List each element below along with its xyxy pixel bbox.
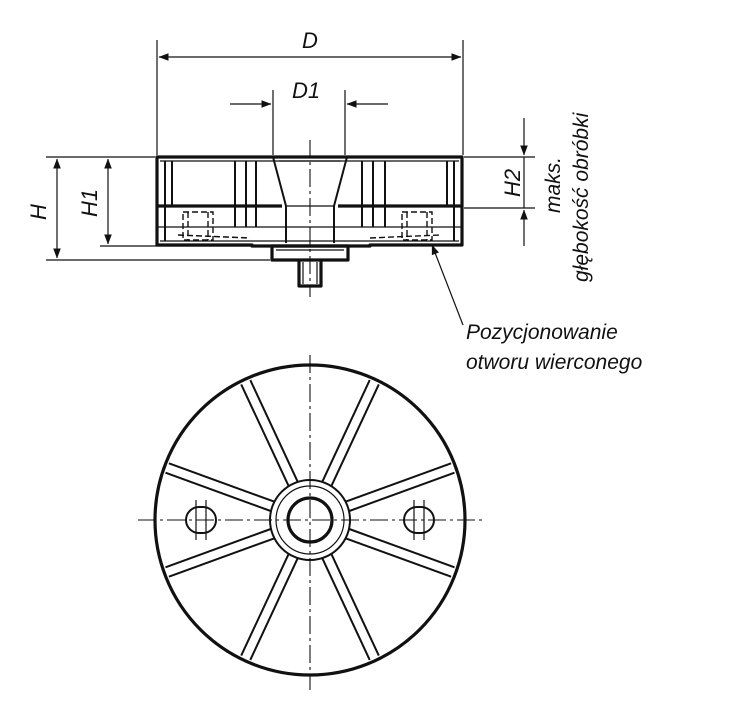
side-view [155,140,464,297]
label-max-depth-line1: maks. [542,157,565,213]
dimension-d: D [156,28,464,155]
rib-edge-6 [330,383,380,487]
rib-edge-0 [348,528,455,569]
rib-edge-4 [165,471,272,512]
dimension-h: H [26,156,270,261]
dimension-h1: H1 [77,158,250,247]
rib-edge-0 [345,537,452,578]
rib-edge-6 [321,379,371,483]
rib-edge-1 [321,557,371,661]
top-view [138,355,482,690]
label-drill-position-line1: Pozycjonowanie [466,321,618,344]
label-h: H [26,204,51,220]
radial-ribs [165,379,455,661]
rib-edge-2 [240,553,290,657]
rib-edge-3 [168,537,275,578]
rib-edge-5 [249,379,299,483]
label-h2: H2 [500,169,525,197]
max-depth-note: maks. głębokość obróbki [542,111,593,282]
rib-edge-7 [345,462,452,503]
rib-edge-2 [249,557,299,661]
label-d: D [302,28,318,53]
dimension-d1: D1 [230,78,388,155]
drill-position-callout: Pozycjonowanie otworu wierconego [431,244,643,374]
label-drill-position-line2: otworu wierconego [466,351,643,374]
rib-edge-3 [165,528,272,569]
label-h1: H1 [77,189,102,217]
label-d1: D1 [292,78,320,103]
label-max-depth-line2: głębokość obróbki [570,111,593,282]
rib-edge-7 [348,471,455,512]
rib-edge-5 [240,383,290,487]
dimension-h2: H2 [464,118,535,246]
rib-edge-4 [168,462,275,503]
rib-edge-1 [330,553,380,657]
